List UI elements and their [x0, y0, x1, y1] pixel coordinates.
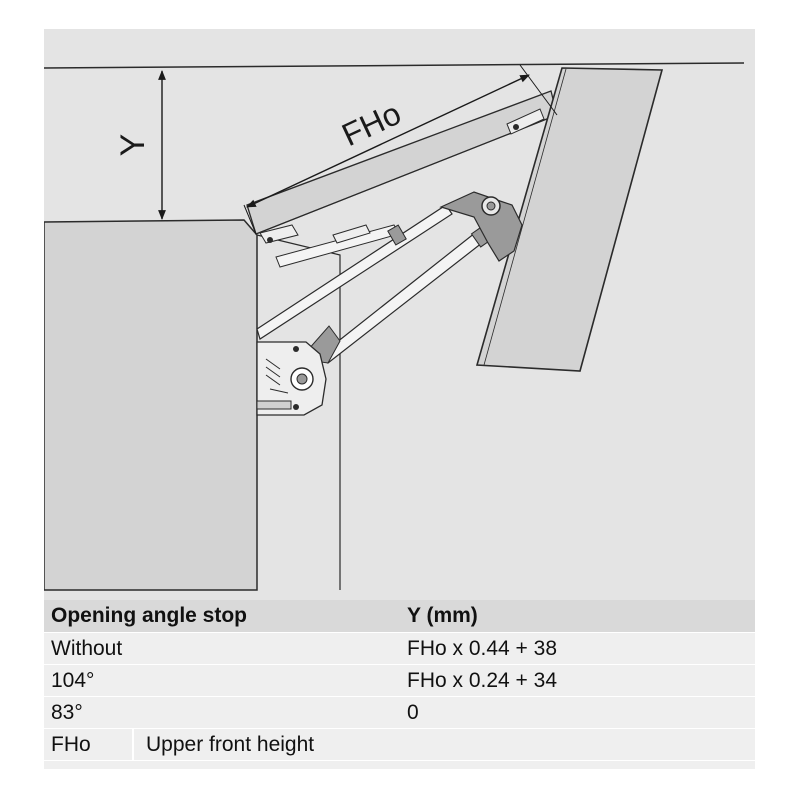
row-y-formula: FHo x 0.44 + 38 — [407, 637, 558, 660]
table-row: 83° 0 — [44, 697, 755, 729]
lid-fitting-right-screw — [513, 124, 519, 130]
fho-dimension-arrow — [246, 74, 530, 208]
mechanism-gear-center — [296, 373, 308, 385]
y-dimension-label: Y — [114, 134, 152, 157]
lift-arm-upper — [256, 204, 453, 340]
ceiling-reference-line — [44, 62, 745, 69]
arm-connector-upper — [387, 224, 407, 246]
specification-table: Opening angle stop Y (mm) Without FHo x … — [44, 600, 755, 769]
abbreviation-row: FHo Upper front height — [44, 729, 755, 761]
cabinet-inner-edge — [256, 234, 341, 590]
lift-arm-lower — [321, 228, 488, 364]
abbreviation-definition: Upper front height — [146, 733, 315, 756]
table-row: 104° FHo x 0.24 + 34 — [44, 665, 755, 697]
diagram-panel: Y FHo — [44, 29, 755, 600]
mechanism-screw-top — [293, 346, 299, 352]
abbreviation-term: FHo — [51, 733, 91, 756]
hinge-pivot-center — [486, 201, 496, 211]
fho-dimension-extension-right — [519, 64, 558, 116]
front-flap-edge — [483, 68, 567, 366]
lift-mechanism-diagram: Y FHo — [44, 62, 745, 591]
table-footer-pad — [44, 761, 755, 769]
header-opening-angle-stop: Opening angle stop — [51, 604, 248, 627]
table-row: Without FHo x 0.44 + 38 — [44, 633, 755, 665]
mechanism-mount-plate — [256, 400, 292, 410]
header-y-mm: Y (mm) — [407, 604, 478, 627]
mechanism-spring-lines — [265, 358, 289, 394]
row-y-formula: 0 — [407, 701, 419, 724]
mechanism-screw-bottom — [293, 404, 299, 410]
row-angle-stop: Without — [51, 637, 123, 660]
front-flap-panel — [475, 67, 664, 372]
row-y-formula: FHo x 0.24 + 34 — [407, 669, 558, 692]
fho-dimension-label: FHo — [336, 95, 406, 153]
fho-dimension-extension-left — [243, 204, 257, 235]
lid-fitting-center — [332, 224, 371, 244]
row-angle-stop: 83° — [51, 701, 83, 724]
abbreviation-divider — [132, 729, 134, 760]
row-angle-stop: 104° — [51, 669, 95, 692]
lid-fitting-left-screw — [267, 237, 273, 243]
cabinet-side-panel — [44, 219, 258, 591]
table-header-row: Opening angle stop Y (mm) — [44, 600, 755, 633]
